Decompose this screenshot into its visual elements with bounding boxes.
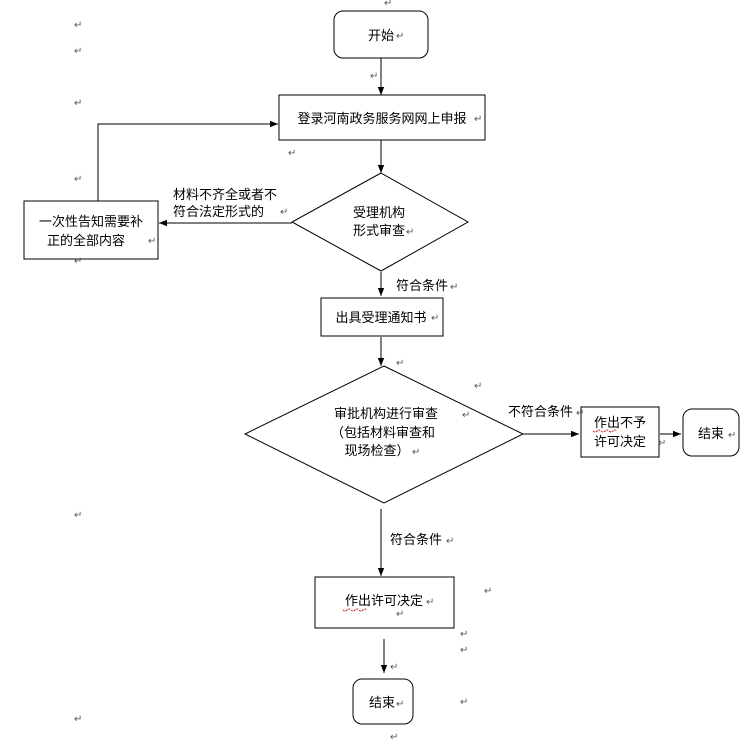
paragraph-mark: ↵ [74, 20, 82, 31]
accept-notice-node [320, 297, 444, 337]
paragraph-mark: ↵ [74, 46, 82, 57]
paragraph-mark: ↵ [484, 586, 492, 597]
paragraph-mark: ↵ [462, 410, 470, 421]
paragraph-mark: ↵ [370, 71, 378, 82]
end-bottom-label: 结束 [369, 696, 395, 711]
fail-label: 不符合条件 [508, 404, 573, 420]
paragraph-mark: ↵ [450, 282, 458, 293]
paragraph-mark: ↵ [74, 98, 82, 109]
paragraph-mark: ↵ [474, 114, 482, 125]
deny-decision-line-1: 作出不予 [594, 416, 646, 431]
notify-correction-node [23, 200, 159, 260]
paragraph-mark: ↵ [390, 732, 398, 743]
pass-label-2: 符合条件 [390, 532, 442, 548]
accept-review-line-1: 受理机构 [353, 206, 405, 221]
paragraph-marks: ↵ ↵ ↵ ↵ ↵ ↵ ↵ ↵ ↵ ↵ ↵ ↵ ↵ ↵ ↵ ↵ ↵ ↵ ↵ ↵ … [74, 0, 736, 743]
paragraph-mark: ↵ [74, 510, 82, 521]
end-right-label: 结束 [698, 427, 724, 442]
paragraph-mark: ↵ [280, 207, 288, 218]
spellcheck-underline [342, 608, 368, 612]
edge-correction-loop [97, 120, 278, 201]
submit-node [278, 94, 486, 141]
incomplete-label-line-1: 材料不齐全或者不 [173, 187, 277, 203]
paragraph-mark: ↵ [460, 629, 468, 640]
paragraph-mark: ↵ [728, 430, 736, 441]
paragraph-mark: ↵ [396, 31, 404, 42]
paragraph-mark: ↵ [406, 227, 414, 238]
paragraph-mark: ↵ [396, 358, 404, 369]
paragraph-mark: ↵ [74, 714, 82, 725]
paragraph-mark: ↵ [576, 408, 584, 419]
paragraph-mark: ↵ [74, 256, 82, 267]
deny-decision-line-2: 许可决定 [594, 435, 646, 450]
paragraph-mark: ↵ [460, 697, 468, 708]
notify-correction-line-2: 正的全部内容 [47, 233, 125, 249]
paragraph-mark: ↵ [658, 438, 666, 449]
paragraph-mark: ↵ [412, 447, 420, 458]
spellcheck-underline [592, 429, 618, 433]
paragraph-mark: ↵ [74, 174, 82, 185]
start-label: 开始 [368, 29, 394, 44]
accept-review-decision [290, 172, 470, 272]
notify-correction-line-1: 一次性告知需要补 [39, 214, 143, 230]
accept-notice-label: 出具受理通知书 [335, 310, 426, 326]
end-right-node [682, 408, 740, 457]
submit-label: 登录河南政务服务网网上申报 [297, 111, 466, 127]
paragraph-mark: ↵ [396, 699, 404, 710]
pass-label-1: 符合条件 [396, 278, 448, 294]
paragraph-mark: ↵ [426, 597, 434, 608]
incomplete-label-line-2: 符合法定形式的 [173, 204, 264, 220]
accept-review-line-2: 形式审查 [353, 224, 405, 239]
paragraph-mark: ↵ [446, 536, 454, 547]
paragraph-mark: ↵ [384, 0, 392, 9]
end-bottom-node [352, 678, 414, 725]
paragraph-mark: ↵ [396, 609, 404, 620]
approval-review-line-3: 现场检查） [344, 444, 409, 459]
paragraph-mark: ↵ [431, 313, 439, 324]
paragraph-mark: ↵ [288, 148, 296, 159]
paragraph-mark: ↵ [390, 662, 398, 673]
approval-review-line-2: （包括材料审查和 [331, 426, 435, 441]
start-node [333, 10, 429, 59]
paragraph-mark: ↵ [460, 645, 468, 656]
grant-decision-label: 作出许可决定 [345, 594, 423, 609]
grant-decision-node [314, 576, 455, 629]
paragraph-mark: ↵ [148, 236, 156, 247]
paragraph-mark: ↵ [474, 381, 482, 392]
approval-review-decision [243, 365, 525, 504]
approval-review-line-1: 审批机构进行审查 [334, 407, 438, 422]
